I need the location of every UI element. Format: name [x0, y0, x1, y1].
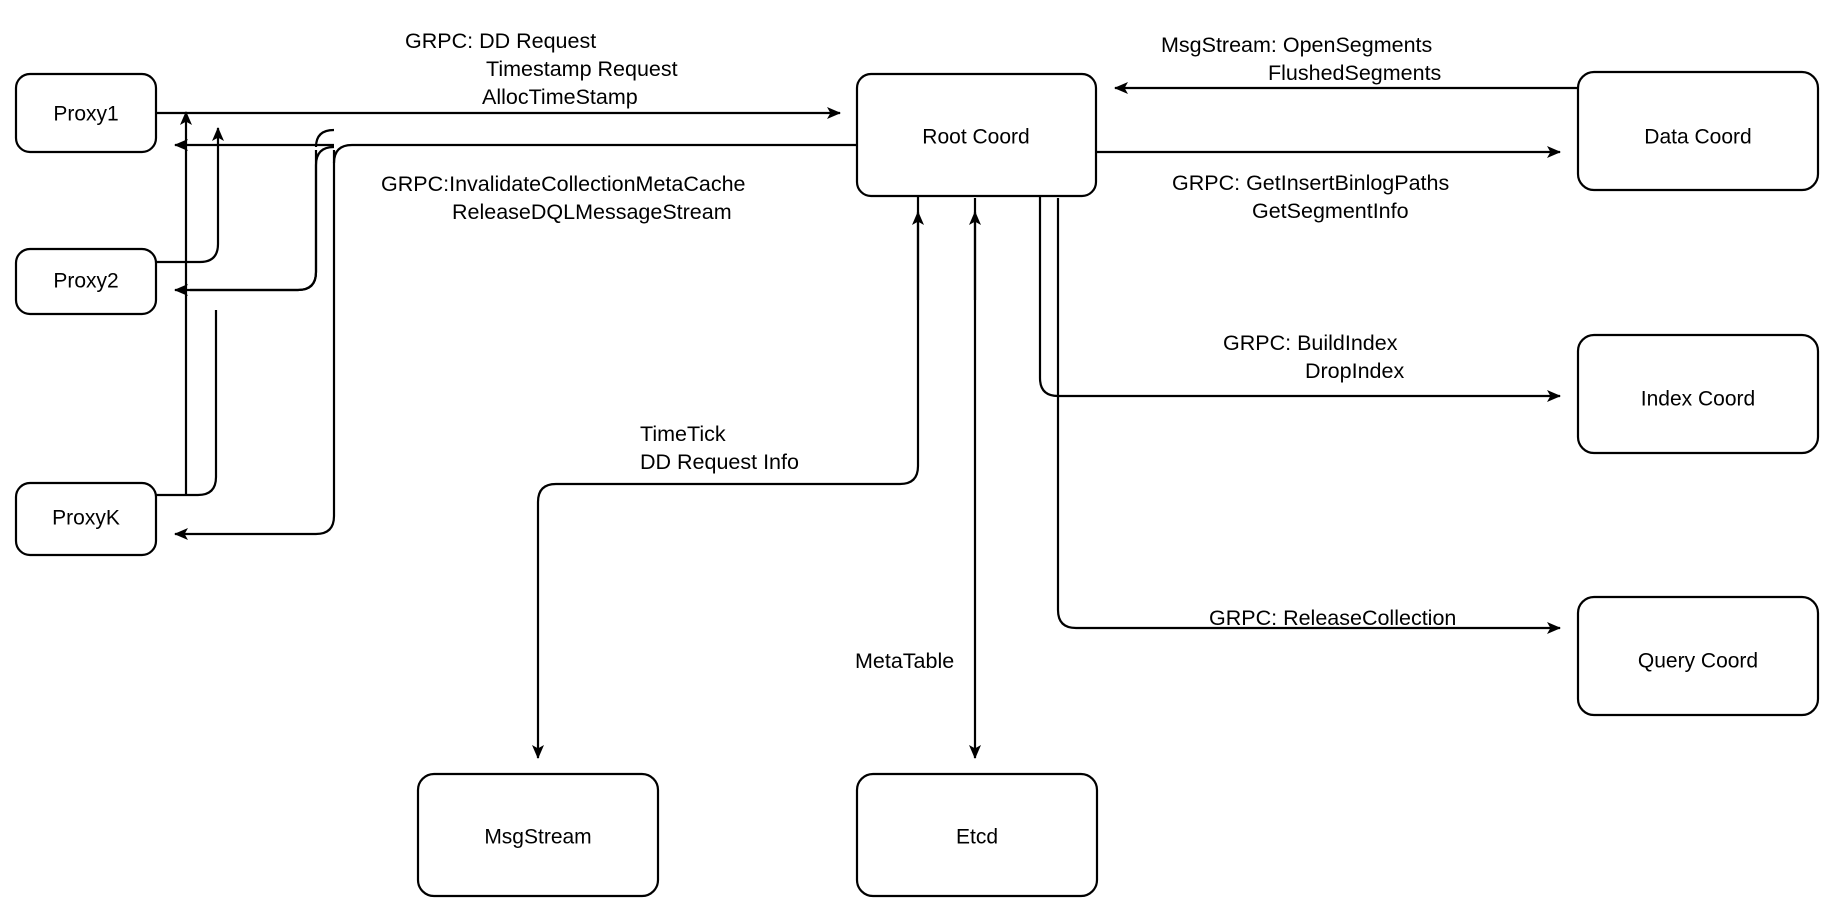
node-indexcoord-box[interactable] — [1576, 333, 1820, 455]
edge-label-rootcoord-to-msgstream-line-1: TimeTick — [640, 422, 726, 446]
node-querycoord-box[interactable] — [1576, 595, 1820, 717]
edge-label-rootcoord-to-datacoord-line-1: GRPC: GetInsertBinlogPaths — [1172, 171, 1449, 195]
node-proxy1-label: Proxy1 — [53, 103, 118, 126]
edge-label-rootcoord-to-proxy: GRPC:InvalidateCollectionMetaCache Relea… — [381, 172, 745, 224]
node-proxy2-box[interactable] — [14, 247, 158, 316]
edge-label-rootcoord-to-proxy-line-1: GRPC:InvalidateCollectionMetaCache — [381, 172, 745, 196]
edge-rootcoord-to-proxy2 — [174, 128, 335, 296]
edge-label-rootcoord-to-msgstream-line-2: DD Request Info — [640, 450, 799, 474]
node-proxy1-box[interactable] — [14, 72, 158, 154]
node-msgstream[interactable]: MsgStream — [416, 772, 660, 898]
edge-label-proxy-to-rootcoord-line-1: GRPC: DD Request — [405, 29, 596, 53]
edge-label-datacoord-to-rootcoord-line-1: MsgStream: OpenSegments — [1161, 33, 1432, 57]
edge-rootcoord-to-indexcoord — [1038, 196, 1561, 402]
node-proxyk[interactable]: ProxyK — [14, 481, 158, 557]
node-rootcoord[interactable]: Root Coord — [855, 72, 1098, 198]
edge-label-proxy-to-rootcoord-line-2: Timestamp Request — [486, 57, 678, 81]
edge-label-rootcoord-to-indexcoord-line-2: DropIndex — [1305, 359, 1404, 383]
node-querycoord[interactable]: Query Coord — [1576, 595, 1820, 717]
node-datacoord-label: Data Coord — [1644, 126, 1751, 149]
node-proxy2-label: Proxy2 — [53, 270, 118, 293]
node-rootcoord-label: Root Coord — [922, 126, 1029, 149]
edge-label-rootcoord-to-datacoord: GRPC: GetInsertBinlogPaths GetSegmentInf… — [1172, 171, 1449, 223]
edge-label-rootcoord-to-datacoord-line-2: GetSegmentInfo — [1252, 199, 1409, 223]
node-msgstream-box[interactable] — [416, 772, 660, 898]
edge-label-rootcoord-to-msgstream: TimeTick DD Request Info — [640, 422, 799, 474]
node-msgstream-label: MsgStream — [484, 826, 591, 849]
edge-label-datacoord-to-rootcoord: MsgStream: OpenSegments FlushedSegments — [1161, 33, 1441, 85]
edge-rootcoord-to-proxy1 — [174, 139, 857, 164]
node-proxy2[interactable]: Proxy2 — [14, 247, 158, 316]
node-proxy1[interactable]: Proxy1 — [14, 72, 158, 154]
edge-label-rootcoord-to-etcd: MetaTable — [855, 649, 954, 673]
node-datacoord[interactable]: Data Coord — [1576, 70, 1820, 192]
node-etcd-box[interactable] — [855, 772, 1099, 898]
node-rootcoord-box[interactable] — [855, 72, 1098, 198]
edge-proxyk-to-trunk — [155, 310, 218, 497]
edge-rootcoord-to-querycoord — [1056, 198, 1561, 634]
node-indexcoord[interactable]: Index Coord — [1576, 333, 1820, 455]
node-etcd-label: Etcd — [956, 826, 998, 849]
edge-rootcoord-to-msgstream — [532, 196, 920, 759]
edge-label-proxy-to-rootcoord-line-3: AllocTimeStamp — [482, 85, 638, 109]
node-etcd[interactable]: Etcd — [855, 772, 1099, 898]
node-proxyk-box[interactable] — [14, 481, 158, 557]
edge-proxy2-to-trunk — [155, 127, 224, 264]
edge-label-rootcoord-to-proxy-line-2: ReleaseDQLMessageStream — [452, 200, 732, 224]
node-indexcoord-label: Index Coord — [1641, 388, 1755, 411]
edge-label-rootcoord-to-indexcoord: GRPC: BuildIndex DropIndex — [1223, 331, 1404, 383]
edge-label-rootcoord-to-querycoord-line-1: GRPC: ReleaseCollection — [1209, 606, 1456, 630]
node-querycoord-label: Query Coord — [1638, 650, 1758, 673]
node-datacoord-box[interactable] — [1576, 70, 1820, 192]
node-proxyk-label: ProxyK — [52, 507, 120, 530]
edge-label-datacoord-to-rootcoord-line-2: FlushedSegments — [1268, 61, 1441, 85]
edge-label-rootcoord-to-indexcoord-line-1: GRPC: BuildIndex — [1223, 331, 1398, 355]
edge-label-rootcoord-to-etcd-line-1: MetaTable — [855, 649, 954, 673]
edge-label-rootcoord-to-querycoord: GRPC: ReleaseCollection — [1209, 606, 1456, 630]
edge-label-proxy-to-rootcoord: GRPC: DD Request Timestamp Request Alloc… — [405, 29, 678, 109]
edge-rootcoord-to-proxyk — [174, 150, 336, 540]
